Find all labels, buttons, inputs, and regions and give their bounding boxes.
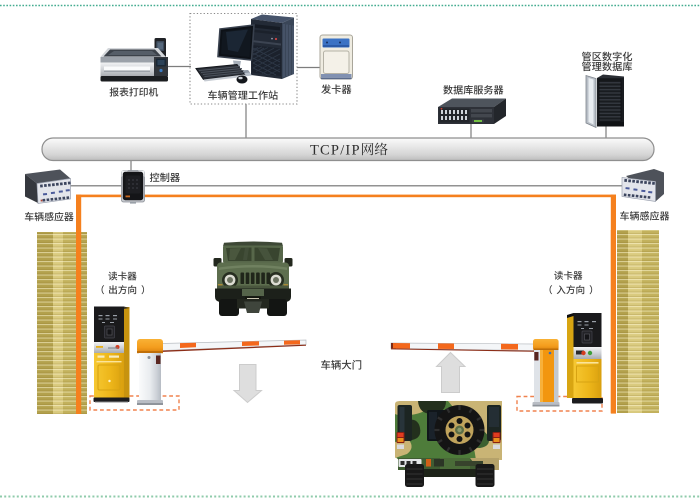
svg-text:TCP/IP: TCP/IP bbox=[310, 143, 361, 159]
